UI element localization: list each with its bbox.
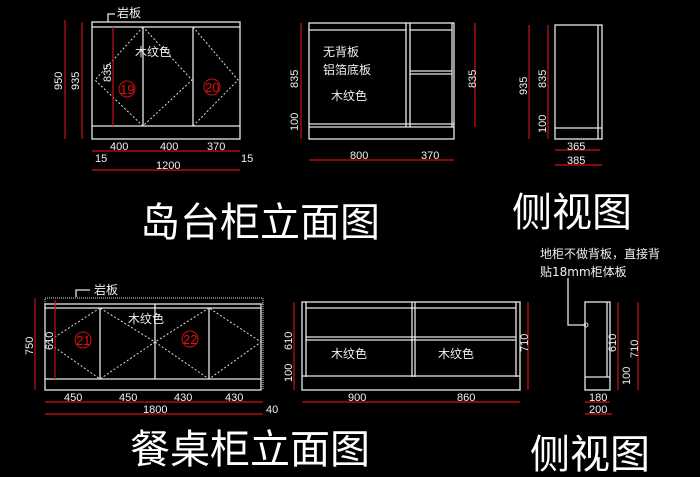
island-title: 岛台柜立面图: [140, 200, 380, 246]
dim: 1800: [143, 404, 167, 416]
dim: 365: [567, 141, 585, 153]
dim: 800: [350, 150, 368, 162]
island-back-elevation: 无背板 铝箔底板 木纹色 835 100 835 800 370: [289, 22, 479, 162]
door-tag: 22: [183, 332, 197, 347]
dim: 430: [225, 392, 243, 404]
dim: 100: [537, 115, 549, 133]
dim: 610: [44, 332, 56, 350]
dim: 400: [110, 141, 128, 153]
dining-title: 餐桌柜立面图: [130, 427, 370, 473]
dim: 835: [102, 64, 114, 82]
dim: 935: [70, 72, 82, 90]
dim: 430: [174, 392, 192, 404]
finish-label: 木纹色: [331, 347, 367, 361]
dim: 100: [621, 367, 633, 385]
dim: 835: [537, 70, 549, 88]
finish-label: 木纹色: [128, 312, 164, 326]
dim: 385: [567, 155, 585, 167]
dining-front-elevation: 岩板 木纹色 21 22 750 610 450 450 430 430 180…: [24, 282, 278, 416]
dim: 100: [283, 364, 295, 382]
dim: 860: [457, 392, 475, 404]
door-tag: 20: [205, 80, 219, 95]
dim: 370: [207, 141, 225, 153]
island-side-title: 侧视图: [512, 190, 632, 236]
dim: 450: [64, 392, 82, 404]
dim: 750: [24, 337, 36, 355]
dim: 180: [589, 392, 607, 404]
dim: 835: [467, 70, 479, 88]
note: 贴18mm柜体板: [540, 265, 627, 279]
slab-label: 岩板: [117, 5, 141, 20]
dim: 835: [289, 70, 301, 88]
slab-label: 岩板: [94, 282, 118, 297]
note: 铝箔底板: [323, 62, 371, 77]
dim: 370: [421, 150, 439, 162]
dining-side-view: 地柜不做背板，直接背 贴18mm柜体板 610 100 710 180 200: [540, 246, 660, 416]
dim: 450: [119, 392, 137, 404]
dim: 900: [348, 392, 366, 404]
finish-label: 木纹色: [135, 45, 171, 59]
note: 地柜不做背板，直接背: [540, 246, 660, 261]
dim: 200: [589, 404, 607, 416]
island-side-view: 935 835 100 365 385: [518, 24, 603, 167]
dim: 610: [607, 334, 619, 352]
dim: 15: [241, 153, 253, 165]
dining-back-elevation: 木纹色 木纹色 610 100 710 900 860: [283, 301, 531, 404]
dim: 710: [629, 340, 641, 358]
dim: 950: [53, 72, 65, 90]
dim: 1200: [156, 160, 180, 172]
dim: 400: [160, 141, 178, 153]
dining-side-title: 侧视图: [530, 432, 650, 477]
finish-label: 木纹色: [438, 347, 474, 361]
note: 无背板: [323, 45, 359, 59]
door-tag: 21: [76, 333, 90, 348]
finish-label: 木纹色: [331, 89, 367, 103]
dim: 935: [518, 77, 530, 95]
dim: 40: [266, 404, 278, 416]
dim: 610: [283, 332, 295, 350]
door-tag: 19: [120, 82, 134, 97]
dim: 100: [289, 113, 301, 131]
island-front-elevation: 岩板 木纹色 19 20 950 935 835 400 400 370 15 …: [53, 5, 253, 172]
dim: 15: [95, 153, 107, 165]
dim: 710: [519, 334, 531, 352]
